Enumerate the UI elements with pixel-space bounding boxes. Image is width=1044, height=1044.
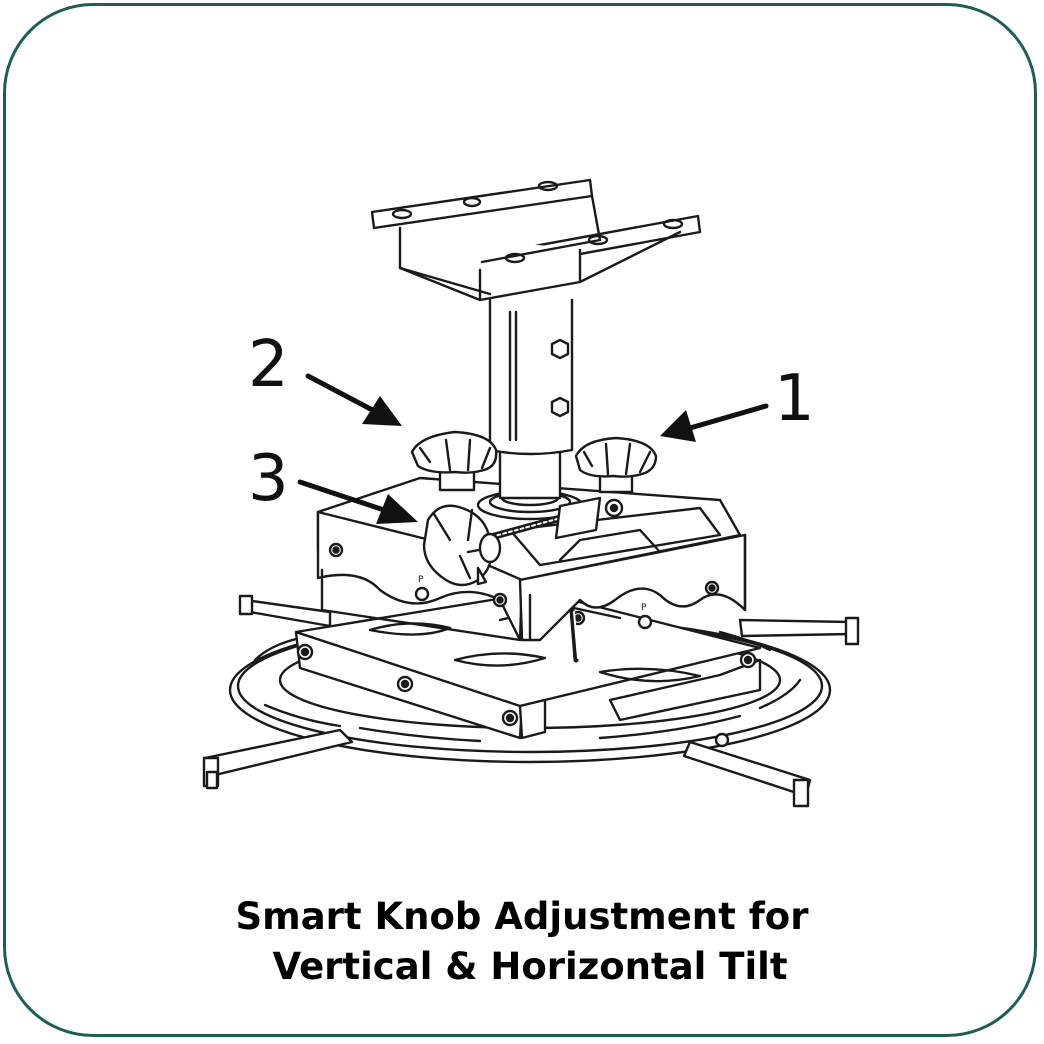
callout-arrow-2 — [305, 373, 402, 426]
callout-number-1: 1 — [774, 362, 815, 436]
callout-number-2: 2 — [248, 328, 289, 402]
callout-number-3: 3 — [248, 442, 289, 516]
right-knob — [574, 436, 658, 494]
extension-pole — [488, 298, 574, 500]
svg-text:P: P — [418, 575, 424, 585]
callout-arrows — [297, 373, 769, 524]
caption-line-2: Vertical & Horizontal Tilt — [272, 945, 788, 988]
ceiling-bracket — [370, 178, 702, 302]
caption-line-1: Smart Knob Adjustment for — [235, 895, 809, 938]
callout-arrow-3 — [297, 479, 418, 524]
left-knob — [410, 430, 498, 492]
front-tilt-knob — [422, 496, 602, 587]
callout-arrow-1 — [660, 403, 769, 442]
svg-text:P: P — [641, 603, 647, 613]
